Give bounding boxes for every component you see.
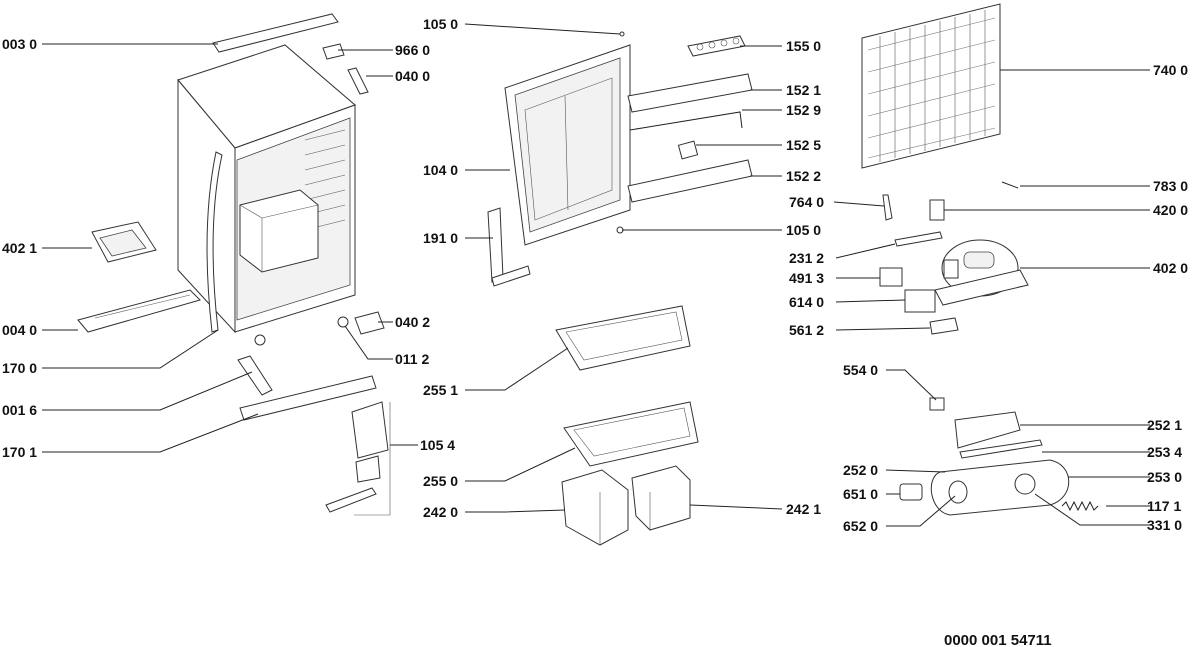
part-001-6	[237, 355, 273, 396]
label-040-0: 040 0	[395, 68, 430, 84]
label-105-0-top: 105 0	[423, 16, 458, 32]
cooling-group	[861, 3, 1099, 516]
part-labels: 003 0 402 1 004 0 170 0 001 6 170 1 966 …	[2, 16, 1188, 647]
label-152-1: 152 1	[786, 82, 821, 98]
label-040-2: 040 2	[395, 314, 430, 330]
housing-252-0	[930, 459, 1070, 516]
part-561-2	[929, 317, 959, 335]
label-242-0: 242 0	[423, 504, 458, 520]
ring-652-0	[948, 480, 968, 504]
label-764-0: 764 0	[789, 194, 824, 210]
label-652-0: 652 0	[843, 518, 878, 534]
label-003-0: 003 0	[2, 36, 37, 52]
foot-011-2	[337, 316, 349, 328]
label-004-0: 004 0	[2, 322, 37, 338]
condenser-740	[861, 3, 1001, 169]
label-104-0: 104 0	[423, 162, 458, 178]
label-011-2: 011 2	[395, 351, 429, 367]
label-402-0: 402 0	[1153, 260, 1188, 276]
freezer-box	[239, 189, 319, 273]
knob-651-0	[899, 483, 923, 501]
label-170-1: 170 1	[2, 444, 37, 460]
label-783-0: 783 0	[1153, 178, 1188, 194]
label-561-2: 561 2	[789, 322, 824, 338]
label-252-1: 252 1	[1147, 417, 1182, 433]
part-231-2	[894, 231, 943, 247]
label-331-0: 331 0	[1147, 517, 1182, 533]
cover-252-1	[954, 411, 1021, 449]
label-966-0: 966 0	[395, 42, 430, 58]
strip-253-4	[959, 439, 1043, 459]
door-group	[487, 31, 753, 546]
label-170-0: 170 0	[2, 360, 37, 376]
label-152-9: 152 9	[786, 102, 821, 118]
label-117-1: 117 1	[1147, 498, 1181, 514]
label-651-0: 651 0	[843, 486, 878, 502]
glass-shelf-255-1	[555, 305, 691, 371]
label-253-0: 253 0	[1147, 469, 1182, 485]
door-shelf-152-1	[627, 73, 753, 113]
spring-117-1	[1061, 500, 1099, 512]
egg-tray-155	[687, 35, 746, 57]
rod-152-9	[629, 111, 743, 131]
label-740-0: 740 0	[1153, 62, 1188, 78]
hinge-040-2	[354, 311, 385, 335]
label-252-0: 252 0	[843, 462, 878, 478]
label-255-0: 255 0	[423, 473, 458, 489]
label-001-6: 001 6	[2, 402, 37, 418]
label-105-4: 105 4	[420, 437, 455, 453]
pipe-783	[1001, 181, 1019, 189]
label-155-0: 155 0	[786, 38, 821, 54]
label-420-0: 420 0	[1153, 202, 1188, 218]
crisper-242-1	[631, 465, 691, 531]
clip-152-5	[677, 140, 699, 160]
crisper-242-0	[561, 469, 629, 546]
label-105-0-bottom: 105 0	[786, 222, 821, 238]
label-242-1: 242 1	[786, 501, 821, 517]
door-shelf-152-2	[627, 159, 753, 203]
label-402-1: 402 1	[2, 240, 37, 256]
label-491-3: 491 3	[789, 270, 824, 286]
label-231-2: 231 2	[789, 250, 824, 266]
document-number: 0000 001 54711	[944, 632, 1052, 647]
kickplate-170-1	[239, 375, 377, 421]
cabinet-group	[77, 13, 391, 516]
relay-491-3	[879, 267, 903, 287]
leader-lines	[42, 23, 1150, 527]
lamp-554-0	[929, 397, 945, 411]
top-plate-part	[212, 13, 339, 53]
compressor-base	[934, 269, 1029, 306]
label-152-2: 152 2	[786, 168, 821, 184]
seal-strip	[206, 151, 223, 333]
label-253-4: 253 4	[1147, 444, 1182, 460]
label-152-5: 152 5	[786, 137, 821, 153]
label-191-0: 191 0	[423, 230, 458, 246]
hinge-profile-191	[487, 207, 504, 283]
hinge-040-0	[347, 67, 369, 95]
label-255-1: 255 1	[423, 382, 458, 398]
label-554-0: 554 0	[843, 362, 878, 378]
drier-764	[882, 194, 893, 221]
label-614-0: 614 0	[789, 294, 824, 310]
capacitor-420	[929, 199, 945, 221]
bracket-966	[322, 43, 345, 60]
glass-shelf-255-0	[563, 401, 699, 467]
base-rail-004	[77, 289, 201, 333]
thermostat-614-0	[904, 289, 936, 313]
hinge-105-4	[351, 401, 389, 459]
